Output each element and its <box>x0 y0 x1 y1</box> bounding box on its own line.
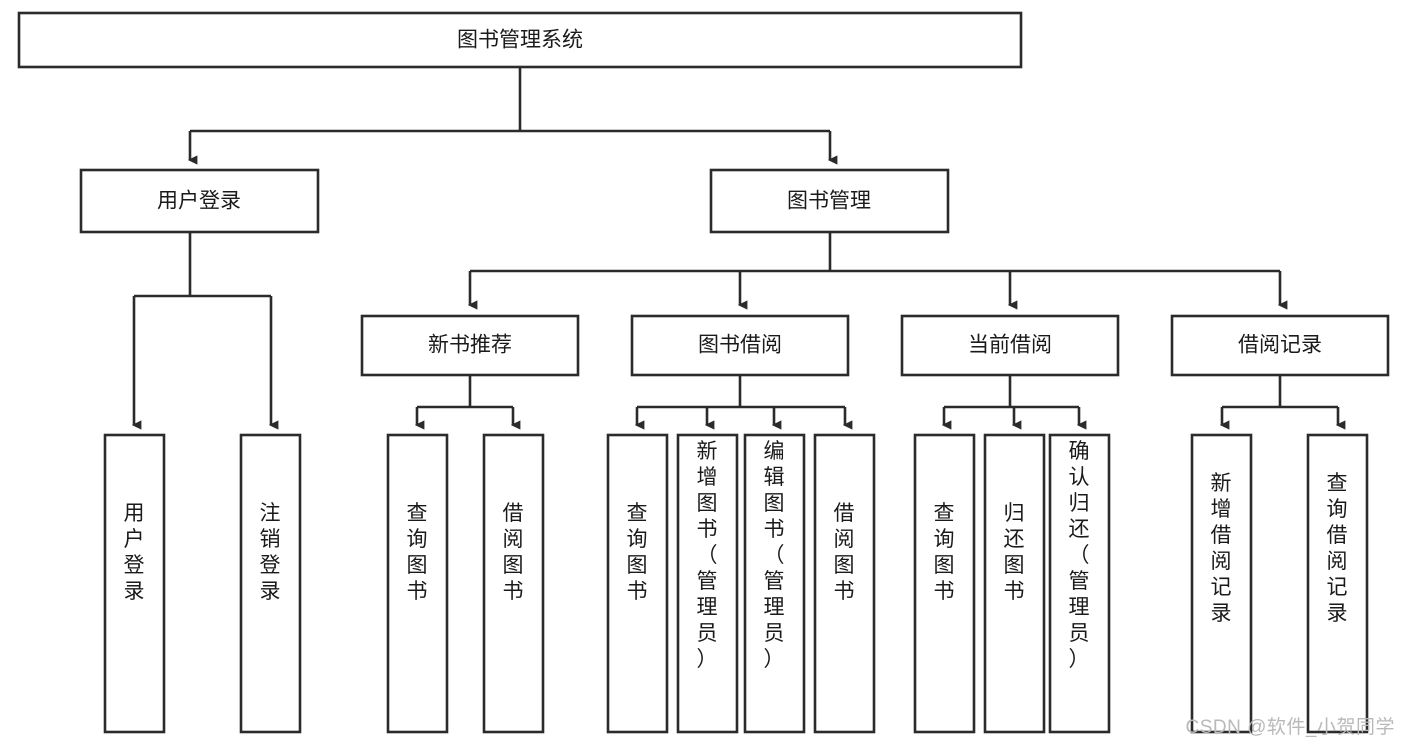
node-leaf-user-login-label: 用户登录 <box>124 502 145 603</box>
node-book-borrow-label: 图书借阅 <box>698 334 782 357</box>
node-leaf-query-book-3-label: 查询图书 <box>934 502 955 603</box>
node-leaf-add-record[interactable]: 新增借阅记录 <box>1190 433 1253 734</box>
node-root-box[interactable] <box>17 11 1023 69</box>
node-current-borrow-box[interactable] <box>900 314 1120 377</box>
node-leaf-query-book-3[interactable]: 查询图书 <box>913 433 976 734</box>
node-leaf-confirm-return-label: 确认归还（管理员） <box>1069 440 1090 671</box>
node-leaf-return-book-box[interactable] <box>983 433 1046 734</box>
node-leaf-query-book-1-label: 查询图书 <box>407 502 428 603</box>
node-leaf-logout-login-label: 注销登录 <box>260 502 281 603</box>
node-leaf-query-book-2-box[interactable] <box>606 433 669 734</box>
node-leaf-edit-book-label: 编辑图书（管理员） <box>764 440 785 671</box>
node-leaf-return-book-label: 归还图书 <box>1004 502 1025 603</box>
node-leaf-add-record-box[interactable] <box>1190 433 1253 734</box>
node-leaf-logout-login-box[interactable] <box>239 433 302 734</box>
node-leaf-borrow-book-2[interactable]: 借阅图书 <box>813 433 876 734</box>
node-leaf-return-book[interactable]: 归还图书 <box>983 433 1046 734</box>
node-leaf-borrow-book-1-label: 借阅图书 <box>503 502 524 603</box>
node-user-login[interactable]: 用户登录 <box>79 168 320 234</box>
node-leaf-query-record-box[interactable] <box>1306 433 1369 734</box>
node-new-book-recommend-box[interactable] <box>360 314 580 377</box>
node-user-login-label: 用户登录 <box>157 190 241 213</box>
node-borrow-record-box[interactable] <box>1170 314 1390 377</box>
node-leaf-user-login[interactable]: 用户登录 <box>103 433 166 734</box>
node-book-manage-box[interactable] <box>709 168 950 234</box>
node-leaf-confirm-return-box[interactable] <box>1048 433 1111 734</box>
node-leaf-add-record-label: 新增借阅记录 <box>1211 472 1232 625</box>
node-leaf-query-record[interactable]: 查询借阅记录 <box>1306 433 1369 734</box>
node-leaf-confirm-return[interactable]: 确认归还（管理员） <box>1048 433 1111 734</box>
node-leaf-add-book-label: 新增图书（管理员） <box>697 440 718 671</box>
node-book-manage-label: 图书管理 <box>787 190 871 213</box>
node-leaf-edit-book-box[interactable] <box>743 433 806 734</box>
node-leaf-add-book-box[interactable] <box>676 433 739 734</box>
node-leaf-query-book-3-box[interactable] <box>913 433 976 734</box>
connector-layer <box>131 67 1346 430</box>
node-leaf-add-book[interactable]: 新增图书（管理员） <box>676 433 739 734</box>
node-leaf-user-login-box[interactable] <box>103 433 166 734</box>
node-current-borrow-label: 当前借阅 <box>968 334 1052 357</box>
node-book-borrow-box[interactable] <box>630 314 850 377</box>
node-user-login-box[interactable] <box>79 168 320 234</box>
node-borrow-record-label: 借阅记录 <box>1238 334 1322 357</box>
node-leaf-query-record-label: 查询借阅记录 <box>1327 472 1348 625</box>
node-leaf-logout-login[interactable]: 注销登录 <box>239 433 302 734</box>
node-new-book-recommend-label: 新书推荐 <box>428 334 512 357</box>
node-leaf-borrow-book-2-label: 借阅图书 <box>834 502 855 603</box>
node-leaf-borrow-book-1[interactable]: 借阅图书 <box>482 433 545 734</box>
node-new-book-recommend[interactable]: 新书推荐 <box>360 314 580 377</box>
node-leaf-query-book-2[interactable]: 查询图书 <box>606 433 669 734</box>
node-root-label: 图书管理系统 <box>457 29 583 52</box>
node-leaf-borrow-book-2-box[interactable] <box>813 433 876 734</box>
node-leaf-borrow-book-1-box[interactable] <box>482 433 545 734</box>
node-leaf-query-book-1-box[interactable] <box>386 433 449 734</box>
node-leaf-edit-book[interactable]: 编辑图书（管理员） <box>743 433 806 734</box>
node-book-manage[interactable]: 图书管理 <box>709 168 950 234</box>
node-leaf-query-book-2-label: 查询图书 <box>627 502 648 603</box>
node-book-borrow[interactable]: 图书借阅 <box>630 314 850 377</box>
node-borrow-record[interactable]: 借阅记录 <box>1170 314 1390 377</box>
node-root[interactable]: 图书管理系统 <box>17 11 1023 69</box>
node-leaf-query-book-1[interactable]: 查询图书 <box>386 433 449 734</box>
node-current-borrow[interactable]: 当前借阅 <box>900 314 1120 377</box>
